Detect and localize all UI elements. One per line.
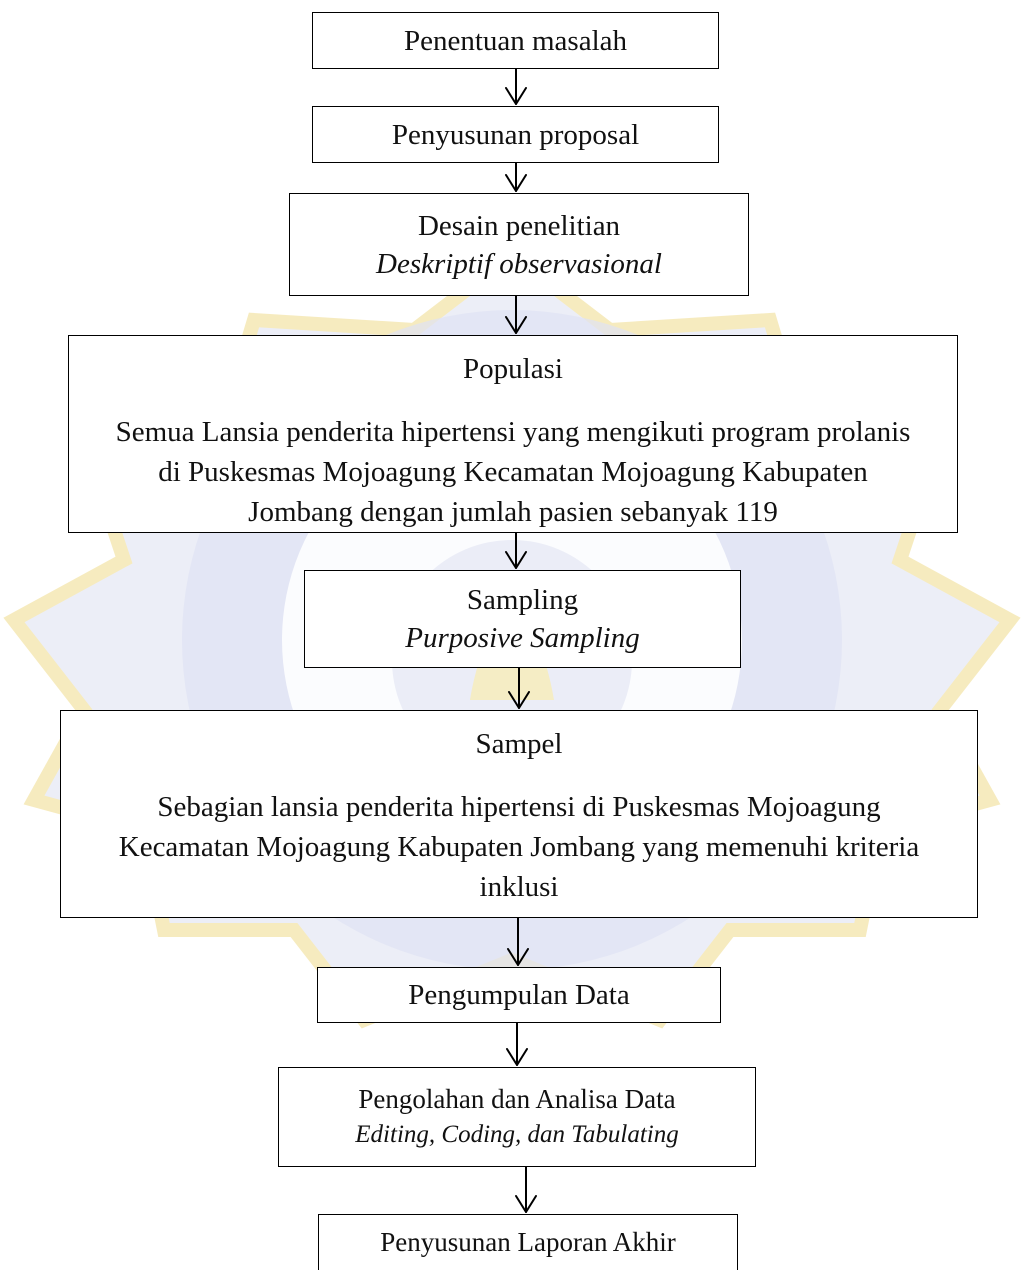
step-penyusunan-proposal: Penyusunan proposal — [312, 106, 719, 163]
step-title: Pengumpulan Data — [408, 979, 630, 1011]
step-title: Penentuan masalah — [403, 24, 628, 57]
step-subtitle: Editing, Coding, dan Tabulating — [355, 1121, 679, 1148]
step-title: Sampel — [475, 728, 563, 760]
step-title: Sampling — [466, 584, 579, 616]
step-sampling: Sampling Purposive Sampling — [304, 570, 741, 668]
arrow-2 — [505, 162, 527, 192]
step-description: Sebagian lansia penderita hipertensi di … — [118, 791, 920, 903]
step-title: Pengolahan dan Analisa Data — [358, 1084, 676, 1114]
step-title: Penyusunan proposal — [391, 118, 640, 151]
arrow-5 — [508, 667, 530, 709]
step-populasi: Populasi Semua Lansia penderita hiperten… — [68, 335, 958, 533]
arrow-4 — [505, 532, 527, 569]
step-subtitle: Deskriptif observasional — [376, 247, 662, 280]
arrow-6 — [507, 917, 529, 966]
step-sampel: Sampel Sebagian lansia penderita hiperte… — [60, 710, 978, 918]
step-penyusunan-laporan: Penyusunan Laporan Akhir — [318, 1214, 738, 1270]
step-subtitle: Purposive Sampling — [405, 622, 640, 654]
step-description: Semua Lansia penderita hipertensi yang m… — [115, 416, 911, 528]
arrow-7 — [506, 1022, 528, 1066]
arrow-1 — [505, 68, 527, 105]
step-desain-penelitian: Desain penelitian Deskriptif observasion… — [289, 193, 749, 296]
arrow-3 — [505, 295, 527, 334]
arrow-8 — [515, 1166, 537, 1213]
step-title: Penyusunan Laporan Akhir — [380, 1227, 676, 1257]
step-title: Populasi — [463, 353, 563, 385]
step-pengumpulan-data: Pengumpulan Data — [317, 967, 721, 1023]
step-title: Desain penelitian — [417, 209, 621, 242]
step-pengolahan-data: Pengolahan dan Analisa Data Editing, Cod… — [278, 1067, 756, 1167]
